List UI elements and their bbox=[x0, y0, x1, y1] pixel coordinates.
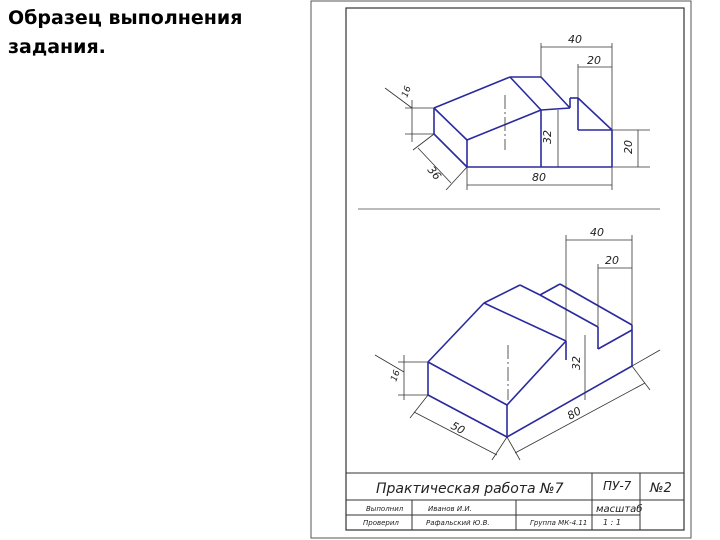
scale-label: масштаб bbox=[596, 503, 642, 515]
sheet-inner-frame bbox=[345, 7, 685, 531]
top-dim-40: 40 bbox=[568, 33, 582, 46]
top-dim-80: 80 bbox=[532, 171, 546, 184]
top-view-drawing: 40 20 16 32 20 36 80 bbox=[384, 33, 650, 191]
title-block-title: Практическая работа №7 bbox=[376, 481, 564, 497]
bottom-dim-32: 32 bbox=[570, 356, 583, 370]
performed-label: Выполнил bbox=[366, 505, 404, 513]
bottom-dim-16: 16 bbox=[389, 369, 402, 383]
group-label: Группа МК-4.11 bbox=[530, 519, 587, 527]
title-block-code: ПУ-7 bbox=[603, 479, 632, 493]
checked-label: Проверил bbox=[363, 519, 399, 527]
top-dim-32: 32 bbox=[541, 130, 554, 144]
bottom-view-drawing: 40 20 16 32 50 80 bbox=[374, 226, 661, 461]
top-dim-20-right: 20 bbox=[622, 140, 635, 154]
scale-value: 1 : 1 bbox=[603, 518, 621, 527]
bottom-dim-50: 50 bbox=[449, 419, 467, 437]
top-dim-20: 20 bbox=[587, 54, 601, 67]
performed-name: Иванов И.И. bbox=[428, 505, 472, 513]
page-caption: Образец выполнения задания. bbox=[8, 7, 243, 58]
checked-name: Рафальский Ю.В. bbox=[426, 519, 490, 527]
title-block bbox=[346, 472, 684, 530]
bottom-dim-40: 40 bbox=[590, 226, 604, 239]
bottom-dim-20: 20 bbox=[605, 254, 619, 267]
top-dim-16: 16 bbox=[400, 85, 413, 99]
top-dim-36: 36 bbox=[425, 164, 444, 183]
bottom-dim-80: 80 bbox=[565, 404, 584, 422]
title-block-number: №2 bbox=[649, 481, 672, 496]
sheet-outer-frame bbox=[310, 0, 692, 539]
